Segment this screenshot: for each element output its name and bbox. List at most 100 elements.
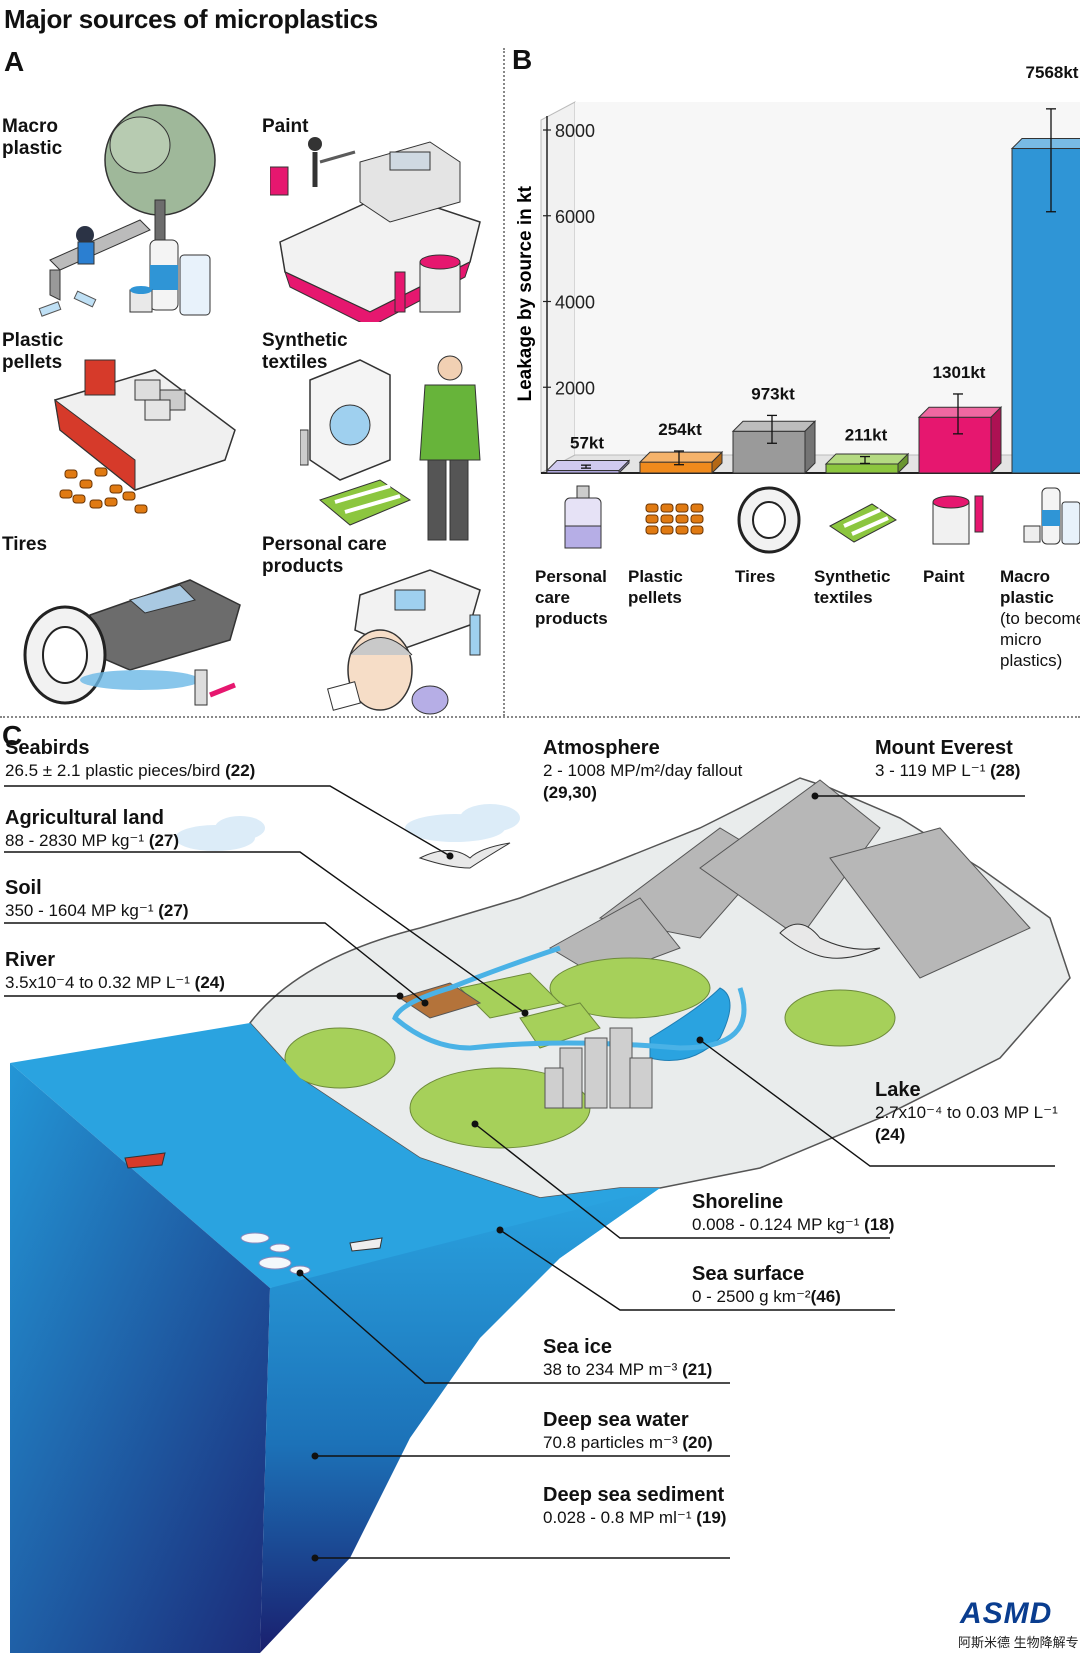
tires-label: Tires	[2, 534, 48, 555]
river	[392, 945, 747, 1051]
location-atmosphere: Atmosphere 2 - 1008 MP/m²/day fallout (2…	[543, 736, 742, 804]
personal-care-icon	[564, 485, 602, 549]
river-name: River	[5, 949, 56, 971]
seabirds-name: Seabirds	[5, 737, 90, 759]
bar-1: 254kt	[638, 420, 724, 475]
bar-front	[732, 430, 806, 474]
bar-side	[804, 420, 816, 475]
bar-front	[918, 416, 992, 474]
location-agricultural-land: Agricultural land 88 - 2830 MP kg⁻¹ (27)	[5, 806, 179, 852]
bar-top	[824, 453, 910, 465]
seabirds-value: 26.5 ± 2.1 plastic pieces/bird (22)	[5, 761, 256, 780]
panel-a-sources: Macro plastic Paint Plastic pellets Synt…	[0, 50, 500, 720]
bar-side	[618, 459, 630, 475]
asmd-logo: ASMD	[960, 1597, 1053, 1630]
category-note-line: micro	[1000, 630, 1042, 649]
macro-plastic-illustration	[38, 104, 216, 317]
bar-4: 1301kt	[917, 363, 1003, 475]
bar-side	[711, 450, 723, 475]
category-note-line: (to become	[1000, 609, 1080, 628]
value-label: 211kt	[845, 426, 888, 445]
bar-side	[897, 452, 909, 475]
category-label-line: Tires	[735, 567, 775, 586]
category-label-4: Paint	[923, 567, 965, 586]
y-axis-label: Leakage by source in kt	[515, 185, 536, 401]
lake	[649, 987, 731, 1061]
sea-ice	[240, 1232, 311, 1275]
farm-field	[398, 982, 482, 1019]
tires-illustration	[23, 579, 241, 706]
location-sea-ice: Sea ice 38 to 234 MP m⁻³ (21)	[543, 1335, 712, 1381]
synthetic-textiles-label: Synthetic textiles	[262, 330, 348, 373]
value-label: 1301kt	[933, 363, 986, 382]
chart-side-wall	[540, 101, 576, 474]
category-label-line: plastic	[1000, 588, 1054, 607]
deepwater-value: 70.8 particles m⁻³ (20)	[543, 1433, 713, 1452]
plastic-pellets-illustration	[54, 359, 236, 514]
category-label-line: Macro	[1000, 567, 1050, 586]
bar-0: 57kt	[545, 434, 631, 475]
paint-label: Paint	[262, 116, 309, 137]
location-mount-everest: Mount Everest 3 - 119 MP L⁻¹ (28)	[875, 736, 1020, 782]
category-label-5: Macro plastic (to become micro plastics)	[1000, 567, 1080, 670]
plastic-pellets-label: Plastic pellets	[2, 330, 64, 373]
value-label: 254kt	[658, 420, 702, 439]
agri-name: Agricultural land	[5, 807, 164, 829]
leader-lines	[4, 785, 1055, 1559]
everest-value: 3 - 119 MP L⁻¹ (28)	[875, 761, 1021, 780]
atmosphere-value: 2 - 1008 MP/m²/day fallout	[543, 761, 743, 780]
soil-name: Soil	[5, 877, 42, 899]
soil-value: 350 - 1604 MP kg⁻¹ (27)	[5, 901, 189, 920]
ships	[124, 1152, 383, 1252]
category-note-line: plastics)	[1000, 651, 1062, 670]
category-label-line: Personal	[535, 567, 607, 586]
bar-5: 7568kt	[1010, 63, 1080, 474]
seaice-name: Sea ice	[543, 1336, 612, 1358]
location-shoreline: Shoreline 0.008 - 0.124 MP kg⁻¹ (18)	[692, 1190, 894, 1236]
bar-series: 57kt 254kt 973kt 211kt 1301kt 7568kt	[545, 63, 1080, 475]
bar-top	[638, 451, 724, 463]
synthetic-textiles-illustration	[300, 355, 481, 541]
paint-can-icon	[932, 495, 984, 545]
bar-top	[917, 406, 1003, 418]
river-value: 3.5x10⁻4 to 0.32 MP L⁻¹ (24)	[5, 973, 225, 992]
location-deep-sea-water: Deep sea water 70.8 particles m⁻³ (20)	[543, 1408, 713, 1454]
deep-sea-face	[10, 1063, 270, 1653]
y-tick-label: 8000	[555, 121, 595, 141]
bar-front	[825, 463, 899, 474]
mountains	[549, 779, 1031, 979]
textile-icon	[829, 503, 897, 543]
location-lake: Lake 2.7x10⁻⁴ to 0.03 MP L⁻¹ (24)	[875, 1078, 1058, 1146]
location-seabirds: Seabirds 26.5 ± 2.1 plastic pieces/bird …	[5, 736, 255, 782]
location-river: River 3.5x10⁻4 to 0.32 MP L⁻¹ (24)	[5, 948, 225, 994]
category-label-line: textiles	[814, 588, 873, 607]
panel-c-environment: Seabirds 26.5 ± 2.1 plastic pieces/bird …	[0, 718, 1080, 1653]
macro-plastic-label: Macro plastic	[2, 116, 63, 159]
category-label-line: care	[535, 588, 570, 607]
bar-2: 973kt	[731, 384, 817, 475]
atmosphere-name: Atmosphere	[543, 737, 660, 759]
seasurface-value: 0 - 2500 g km⁻²(46)	[692, 1287, 841, 1306]
location-deep-sea-sediment: Deep sea sediment 0.028 - 0.8 MP ml⁻¹ (1…	[543, 1483, 726, 1529]
seaice-value: 38 to 234 MP m⁻³ (21)	[543, 1360, 713, 1379]
lake-ref: (24)	[875, 1125, 906, 1144]
tire-icon	[737, 486, 801, 554]
shoreline-name: Shoreline	[692, 1191, 784, 1213]
location-soil: Soil 350 - 1604 MP kg⁻¹ (27)	[5, 876, 189, 922]
asmd-logo-subtitle: 阿斯米德 生物降解专家	[958, 1635, 1079, 1650]
category-label-line: Plastic	[628, 567, 683, 586]
panel-divider-horizontal	[0, 716, 1080, 718]
bottle-icon	[1023, 487, 1080, 545]
ocean-side-face	[260, 1188, 660, 1653]
bar-front	[639, 461, 713, 474]
chart-back-wall	[575, 102, 1080, 455]
agri-value: 88 - 2830 MP kg⁻¹ (27)	[5, 831, 180, 850]
sediment-name: Deep sea sediment	[543, 1484, 725, 1506]
sea-surface	[10, 1023, 660, 1288]
everest-name: Mount Everest	[875, 737, 1013, 759]
